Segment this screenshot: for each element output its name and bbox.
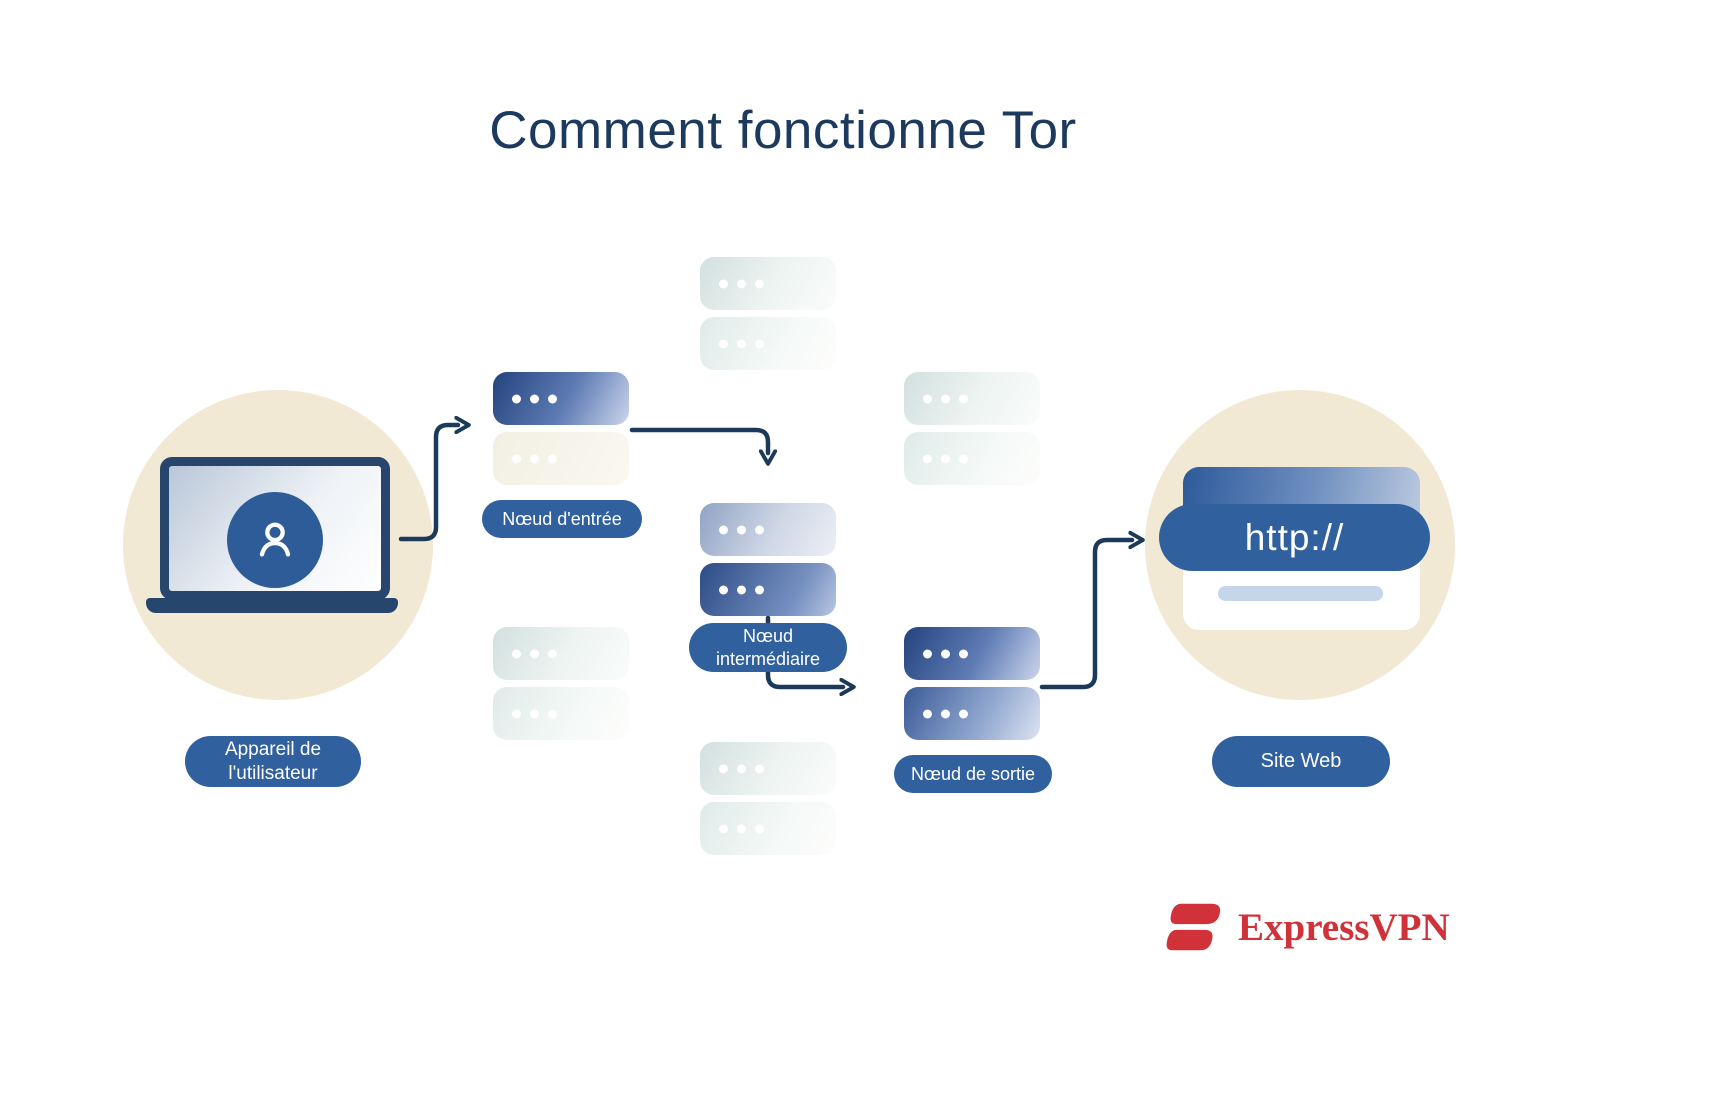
person-icon bbox=[259, 522, 291, 557]
server-block bbox=[700, 503, 836, 556]
server-right-upper bbox=[904, 372, 1040, 485]
intermediate-node-label: Nœud intermédiaire bbox=[689, 623, 847, 672]
server-block bbox=[493, 432, 629, 485]
server-block bbox=[493, 372, 629, 425]
server-leds bbox=[719, 339, 764, 348]
server-leds bbox=[923, 709, 968, 718]
server-block bbox=[700, 742, 836, 795]
server-exit-node bbox=[904, 627, 1040, 740]
server-block bbox=[700, 802, 836, 855]
server-leds bbox=[719, 525, 764, 534]
page-title: Comment fonctionne Tor bbox=[489, 101, 1077, 160]
server-block bbox=[700, 317, 836, 370]
arrow-exit-to-website bbox=[1039, 540, 1132, 690]
server-block bbox=[700, 257, 836, 310]
entry-node-label: Nœud d'entrée bbox=[482, 500, 642, 538]
server-leds bbox=[512, 649, 557, 658]
server-leds bbox=[719, 764, 764, 773]
server-block bbox=[904, 627, 1040, 680]
exit-node-label: Nœud de sortie bbox=[894, 755, 1052, 793]
server-leds bbox=[512, 709, 557, 718]
server-block bbox=[904, 432, 1040, 485]
website-label: Site Web bbox=[1212, 736, 1390, 787]
server-block bbox=[493, 687, 629, 740]
expressvpn-icon bbox=[1163, 901, 1225, 953]
server-entry-node bbox=[493, 372, 629, 485]
server-block bbox=[904, 372, 1040, 425]
server-left-lower bbox=[493, 627, 629, 740]
server-top-center bbox=[700, 257, 836, 370]
server-intermediate-node bbox=[700, 503, 836, 616]
server-leds bbox=[719, 585, 764, 594]
arrow-entry-to-intermediate bbox=[629, 427, 768, 453]
user-avatar bbox=[227, 492, 323, 588]
server-leds bbox=[923, 649, 968, 658]
url-bar: http:// bbox=[1159, 504, 1430, 571]
server-leds bbox=[719, 824, 764, 833]
server-block bbox=[700, 563, 836, 616]
server-leds bbox=[923, 394, 968, 403]
server-block bbox=[493, 627, 629, 680]
server-leds bbox=[923, 454, 968, 463]
brand-logo: ExpressVPN bbox=[1163, 899, 1450, 955]
server-leds bbox=[512, 394, 557, 403]
device-label: Appareil de l'utilisateur bbox=[185, 736, 361, 787]
page-content-bar bbox=[1218, 586, 1383, 601]
brand-wordmark: ExpressVPN bbox=[1238, 905, 1450, 949]
server-block bbox=[904, 687, 1040, 740]
server-bottom-center bbox=[700, 742, 836, 855]
laptop-base bbox=[146, 598, 398, 613]
server-leds bbox=[719, 279, 764, 288]
server-leds bbox=[512, 454, 557, 463]
